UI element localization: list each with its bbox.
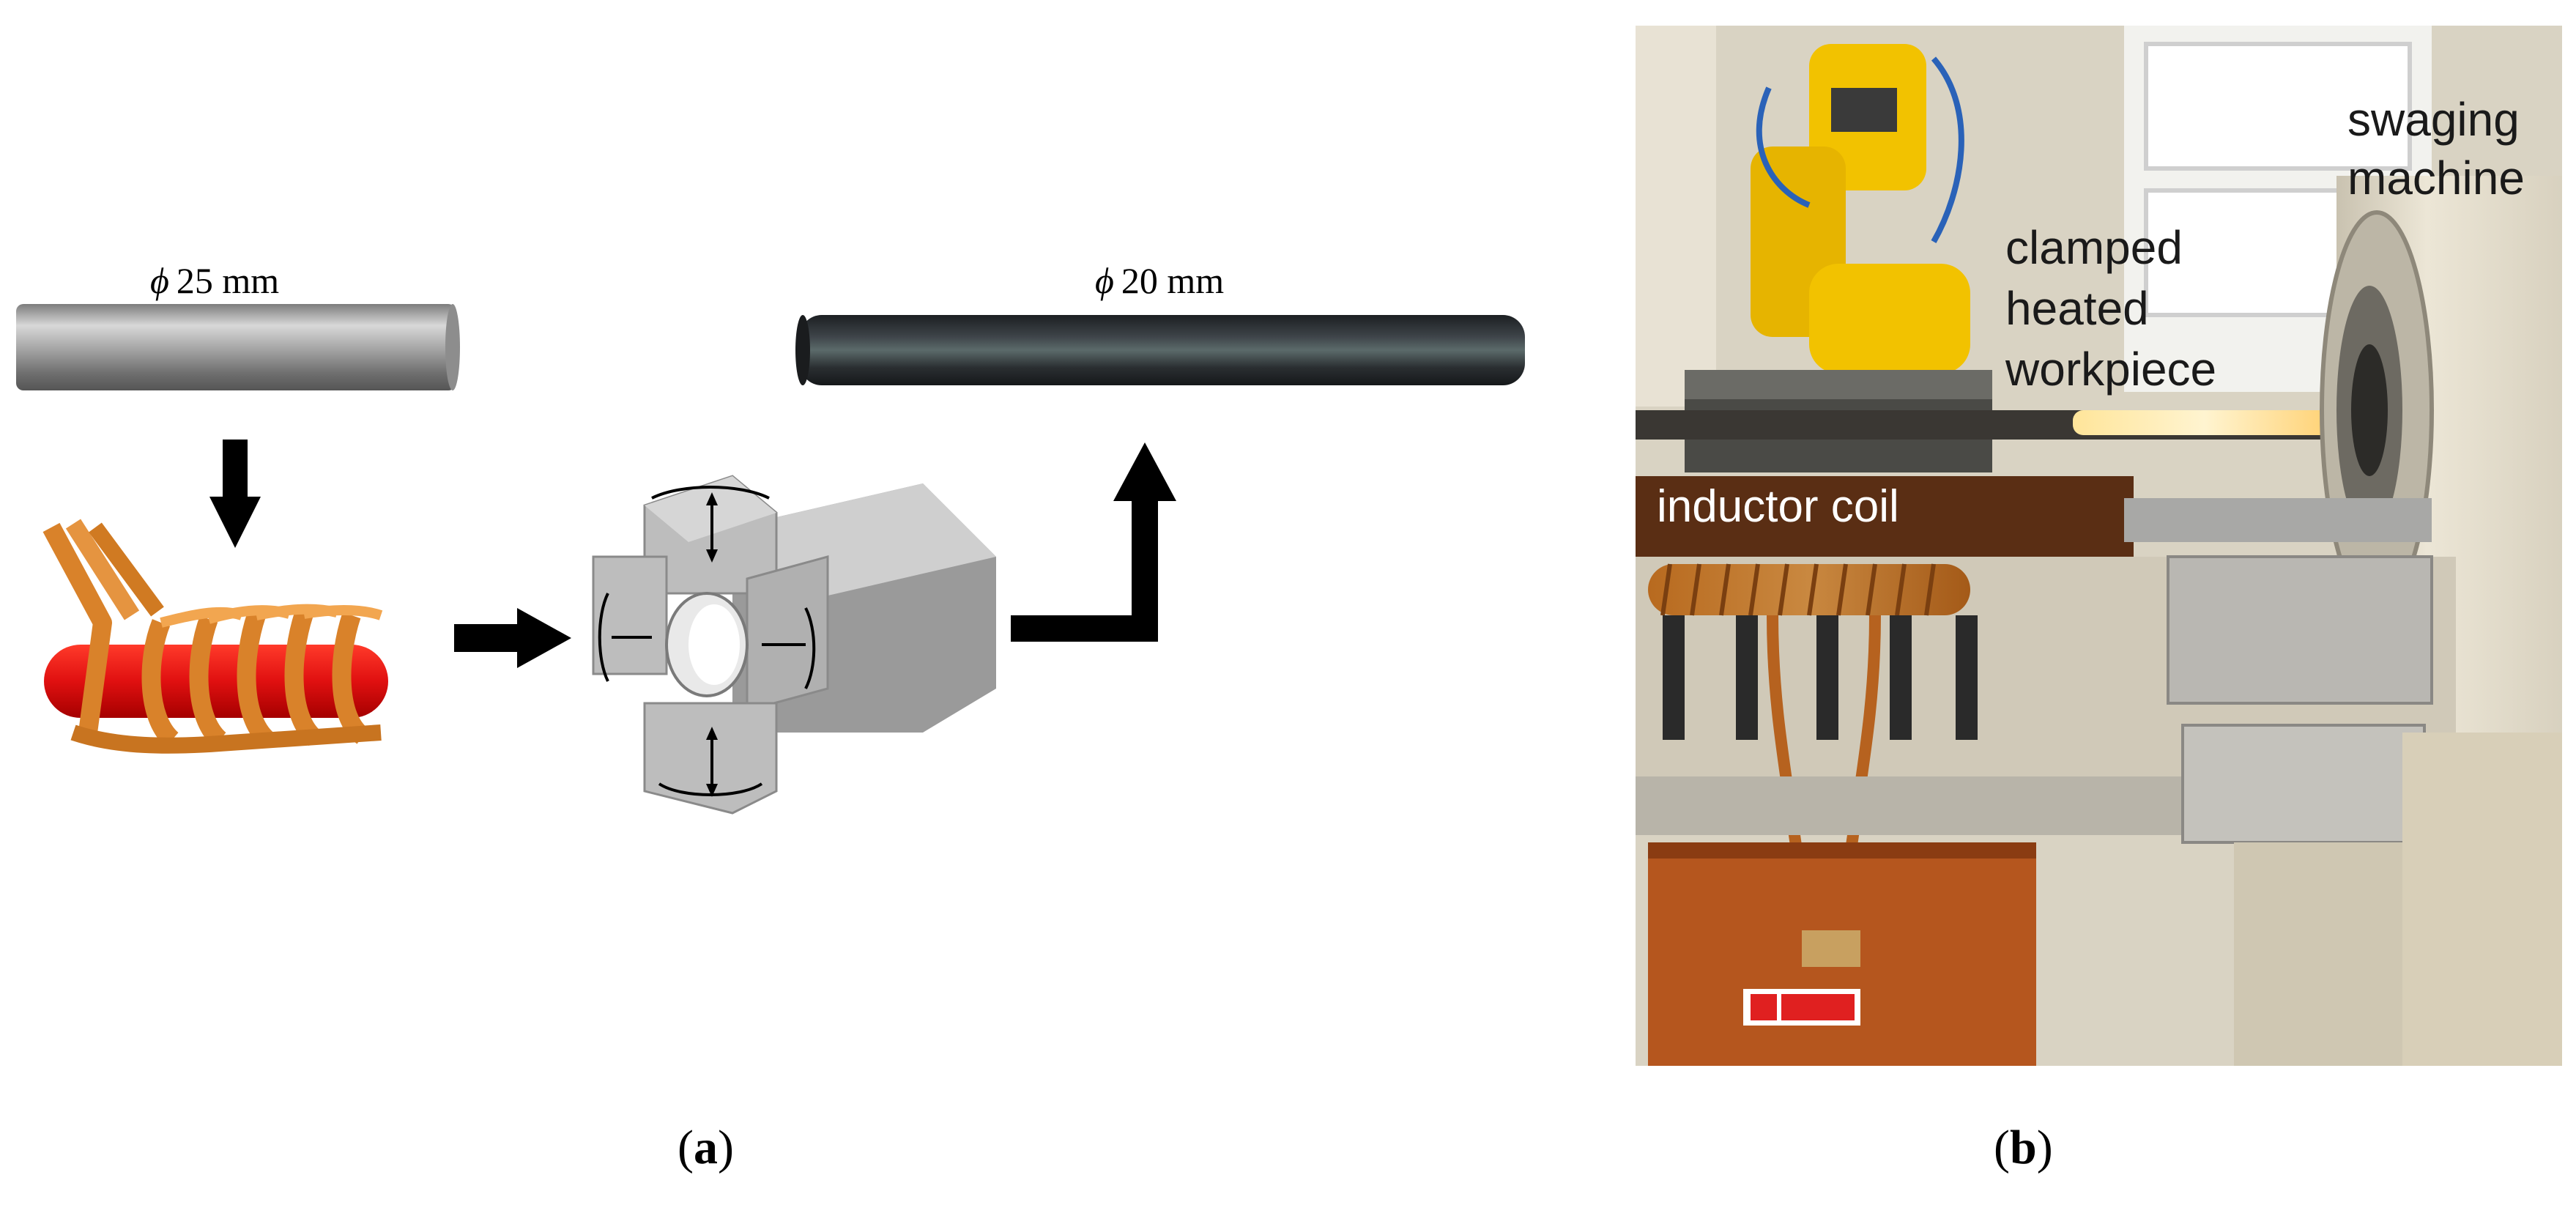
power-cabinet [1648,842,2036,1066]
initial-rod [16,304,460,390]
label-clamped-heated-workpiece: clamped heated workpiece [2005,221,2216,396]
label-swaging-machine: swaging machine [2347,93,2533,204]
robot-arm [1751,44,1970,374]
right-arrow-icon [454,608,571,668]
caption-b: (b) [1994,1121,2053,1174]
swaging-die-illustration [592,475,996,815]
caption-a: (a) [678,1121,734,1174]
panel-b-photo: swaging machine clamped heated workpiece… [1636,26,2562,1174]
final-rod [795,315,1525,385]
label-inductor-coil: inductor coil [1657,481,1899,532]
down-arrow-icon [209,440,261,548]
induction-coil-illustration [42,519,388,754]
up-arrow-icon [1011,442,1176,642]
